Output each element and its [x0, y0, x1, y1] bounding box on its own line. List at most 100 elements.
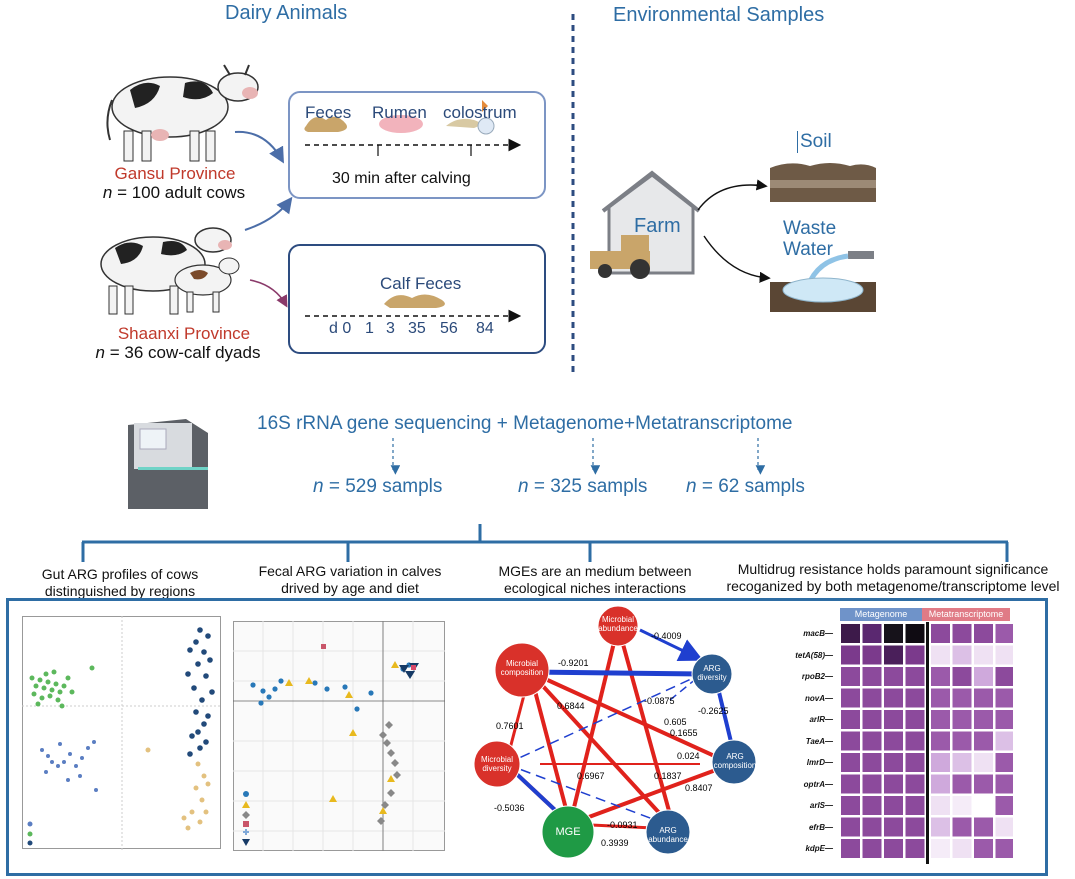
heatmap-cell	[841, 645, 860, 665]
heatmap-cell	[995, 839, 1013, 858]
node-microbial-diversity: Microbial diversity	[480, 755, 513, 773]
heatmap-row-label: lmrD—	[806, 758, 833, 767]
heatmap-cell	[974, 624, 993, 643]
heatmap-row-label: kdpE—	[805, 844, 833, 853]
heatmap-cell	[995, 817, 1013, 837]
sample-count-metagenome: n = 325 sampls	[518, 476, 648, 497]
edge-label-12: 0.8407	[685, 783, 713, 793]
adult-cow-illustration	[106, 64, 259, 162]
edge-label-10: 0.6967	[577, 771, 605, 781]
heatmap-cell	[952, 753, 972, 772]
heatmap-cell	[974, 774, 993, 794]
heatmap-cell	[952, 624, 972, 643]
heatmap-cell	[862, 839, 882, 858]
sequencing-dashed-arrows	[390, 438, 766, 475]
heatmap-cell	[841, 688, 860, 708]
heatmap-cell	[862, 731, 882, 751]
heatmap-cell	[862, 774, 882, 794]
heatmap-cell	[841, 710, 860, 729]
heatmap-cell	[952, 667, 972, 686]
heatmap-cell	[952, 839, 972, 858]
heatmap-row-label: arlR—	[809, 715, 833, 724]
heatmap-cell	[952, 688, 972, 708]
heatmap-cell	[905, 624, 925, 643]
heatmap-cell	[841, 624, 860, 643]
heatmap-cell	[974, 839, 993, 858]
sample-feces: Feces	[305, 103, 352, 122]
heatmap-cell	[862, 688, 882, 708]
heatmap-cell	[841, 796, 860, 815]
day-35: 35	[408, 320, 426, 337]
day-84: 84	[476, 320, 494, 337]
heatmap-cell	[931, 645, 950, 665]
sequencer-icon	[128, 419, 208, 509]
shaanxi-count: n = 36 cow-calf dyads	[95, 343, 261, 362]
results-panel	[6, 598, 1048, 876]
region-ordination-plot	[22, 616, 222, 850]
heatmap-cell	[931, 817, 950, 837]
heatmap-cell	[952, 731, 972, 751]
heatmap-cell	[974, 796, 993, 815]
soil-illustration	[770, 163, 876, 202]
heatmap-cell	[931, 731, 950, 751]
heatmap-row-label: TaeA—	[805, 736, 833, 746]
heatmap-cell	[841, 839, 860, 858]
node-microbial-composition: Microbial composition	[500, 659, 544, 677]
heatmap-cell	[884, 624, 903, 643]
gansu-count: n = 100 adult cows	[102, 183, 246, 202]
heatmap-row-label: efrB—	[808, 822, 833, 832]
heatmap-cell	[862, 645, 882, 665]
cow-calf-illustration	[100, 227, 240, 315]
heatmap-cell	[884, 796, 903, 815]
edge-label-13: -0.5036	[494, 803, 525, 813]
heatmap-row-label: optrA—	[803, 779, 833, 789]
heatmap-cell	[974, 688, 993, 708]
day-0: d 0	[329, 320, 352, 337]
node-arg-abundance: ARG abundance	[648, 826, 688, 844]
heatmap-cell	[905, 774, 925, 794]
edge-label-7: 0.1655	[670, 728, 698, 738]
heatmap-cell	[862, 753, 882, 772]
heatmap-cell	[974, 645, 993, 665]
heatmap-cell	[905, 796, 925, 815]
findings-bracket	[81, 524, 1009, 562]
heatmap-row-label: novA—	[805, 693, 833, 703]
waste-water-illustration	[770, 251, 876, 312]
node-arg-diversity: ARG diversity	[697, 664, 727, 682]
heatmap-cell	[995, 731, 1013, 751]
edge-label-11: 0.1837	[654, 771, 682, 781]
heatmap-cell	[995, 753, 1013, 772]
sample-count-16s: n = 529 sampls	[313, 476, 443, 497]
heatmap-cell	[931, 710, 950, 729]
farm-label: Farm	[634, 215, 681, 237]
soil-label: Soil	[797, 131, 832, 153]
heatmap-cell	[905, 753, 925, 772]
shaanxi-province-label: Shaanxi Province	[117, 324, 251, 343]
farm-illustration	[590, 170, 701, 279]
heatmap-cell	[884, 710, 903, 729]
heatmap-cell	[905, 710, 925, 729]
heatmap-cell	[862, 667, 882, 686]
heatmap-cell	[931, 753, 950, 772]
heatmap-cell	[905, 839, 925, 858]
heatmap-cell	[841, 731, 860, 751]
sample-rumen: Rumen	[372, 103, 427, 122]
edge-label-14: -0.0931	[607, 820, 638, 830]
heatmap-cell	[884, 667, 903, 686]
heatmap-cell	[862, 817, 882, 837]
node-arg-composition: ARG composition	[713, 752, 757, 770]
heatmap-cell	[841, 667, 860, 686]
waste-water-label: Waste Water	[783, 218, 837, 260]
heatmap-cell	[862, 710, 882, 729]
edge-label-8: 0.7601	[496, 721, 524, 731]
gansu-province-label: Gansu Province	[114, 164, 236, 183]
sample-icons	[304, 100, 495, 135]
edge-label-1: -0.4009	[651, 631, 682, 641]
resistance-heatmap	[841, 622, 1013, 864]
edge-label-3: -0.0875	[644, 696, 675, 706]
environmental-samples-title: Environmental Samples	[613, 4, 825, 26]
animal-arrows	[234, 130, 293, 308]
heatmap-cell	[995, 645, 1013, 665]
heatmap-cell	[905, 645, 925, 665]
